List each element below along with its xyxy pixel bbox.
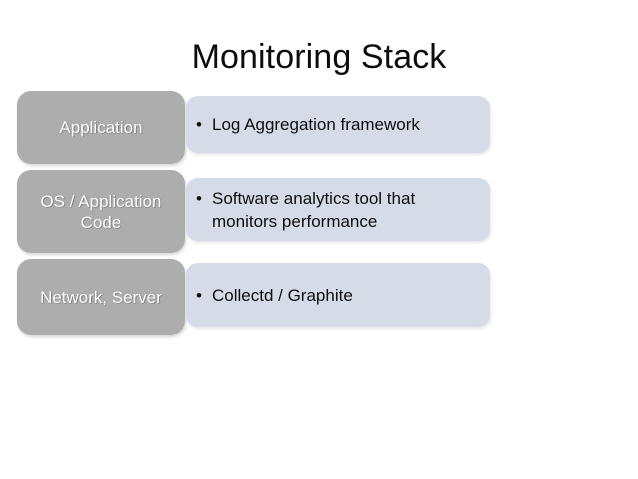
bullet-item: Software analytics tool that monitors pe…	[196, 187, 490, 233]
stack-label-network-server[interactable]: Network, Server	[17, 259, 185, 335]
page-title: Monitoring Stack	[191, 38, 447, 76]
stack-label-application[interactable]: Application	[17, 91, 185, 164]
stack-content-application[interactable]: Log Aggregation framework	[186, 96, 490, 153]
bullet-item: Log Aggregation framework	[196, 113, 428, 136]
stack-content-os-application-code[interactable]: Software analytics tool that monitors pe…	[186, 178, 490, 241]
stack-content-network-server[interactable]: Collectd / Graphite	[186, 263, 490, 327]
stack-label-os-application-code[interactable]: OS / Application Code	[17, 170, 185, 253]
bullet-item: Collectd / Graphite	[196, 284, 361, 307]
